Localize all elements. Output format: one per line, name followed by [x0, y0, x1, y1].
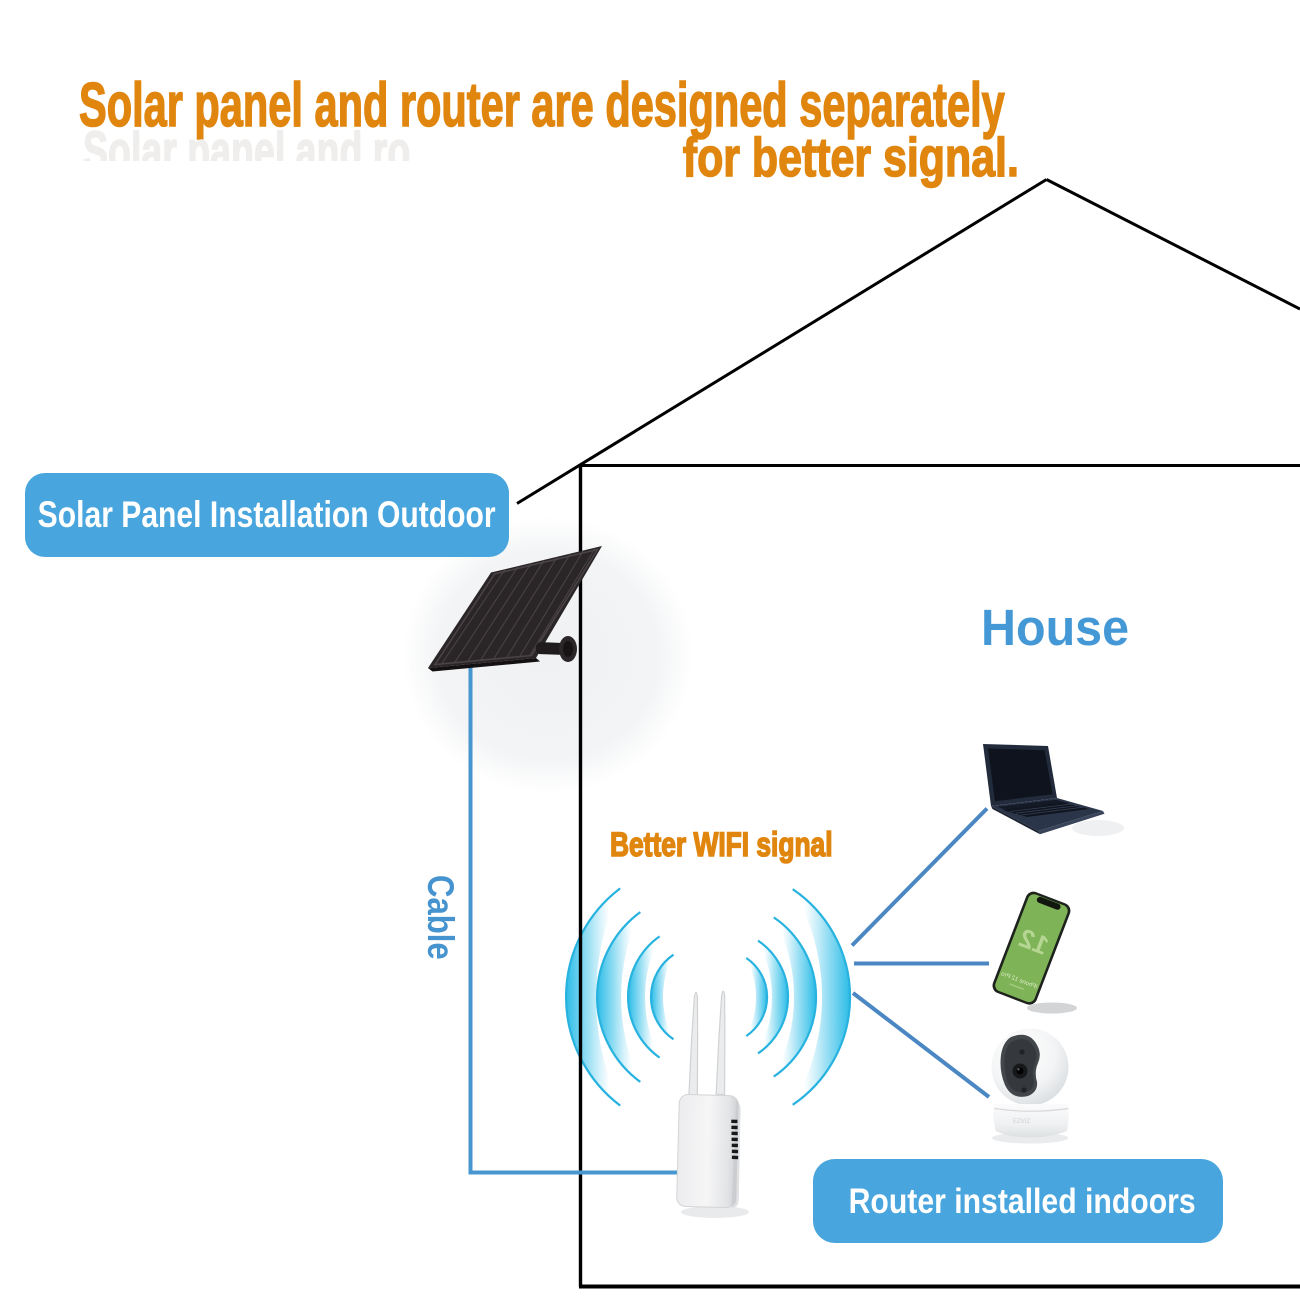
svg-text:EZVIZ: EZVIZ	[1013, 1119, 1030, 1125]
